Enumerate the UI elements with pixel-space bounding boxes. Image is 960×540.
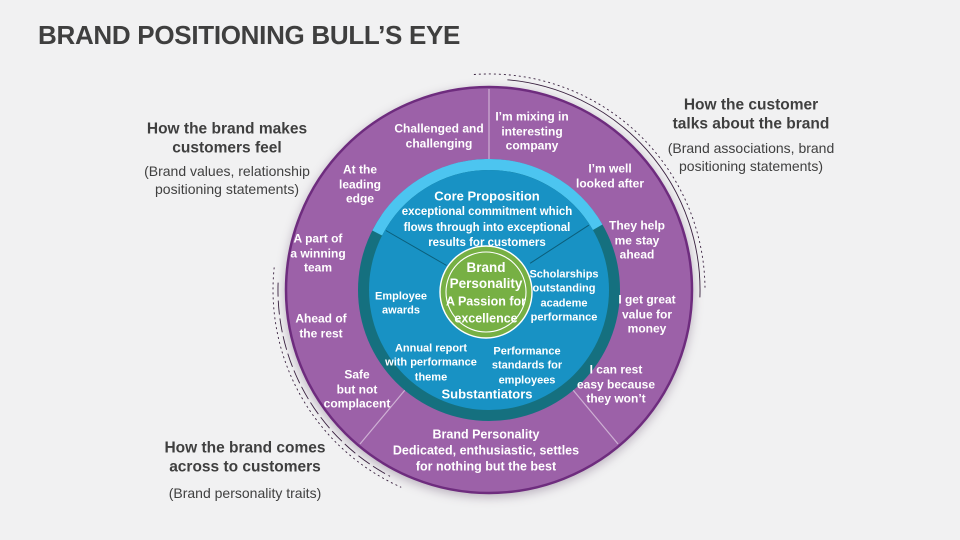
decorative-arc-top-right-outer xyxy=(473,73,706,291)
annotation-comes-across-sub: (Brand personality traits) xyxy=(168,485,322,501)
outer-label-great-value: I get great value for money xyxy=(618,292,676,336)
decorative-arc-top-right-inner xyxy=(507,79,701,298)
core-divider-left xyxy=(385,230,447,266)
core-body: exceptional commitment which flows throu… xyxy=(401,205,573,249)
outer-label-looked-after: I’m well looked after xyxy=(575,161,644,191)
substantiators-heading: Substantiators xyxy=(441,386,533,402)
ring-divider-bottom-right xyxy=(572,389,619,445)
decorative-arc-bottom-left-outer xyxy=(272,267,402,488)
outer-label-winning-team: A part of a winning team xyxy=(290,231,346,275)
center-heading: Brand Personality xyxy=(449,260,523,291)
ring-divider-bottom-left xyxy=(359,389,406,445)
outer-label-challenged: Challenged and challenging xyxy=(394,121,484,151)
outer-bottom-heading: Brand Personality xyxy=(432,427,540,442)
center-circle xyxy=(439,245,533,339)
annotation-talks-sub: (Brand associations, brand positioning s… xyxy=(667,140,835,174)
core-item-employee-awards: Employee awards xyxy=(375,290,427,317)
outer-label-safe: Safe but not complacent xyxy=(323,367,391,411)
outer-label-mixing: I’m mixing in interesting company xyxy=(495,109,569,153)
core-item-scholarships: Scholarships outstanding academe perform… xyxy=(529,268,599,324)
core-divider-right xyxy=(529,224,590,264)
outer-label-leading-edge: At the leading edge xyxy=(338,162,381,206)
decorative-arc-bottom-left-inner xyxy=(277,282,391,477)
page-title: BRAND POSITIONING BULL’S EYE xyxy=(38,20,461,50)
outer-bottom-body: Dedicated, enthusiastic, settles for not… xyxy=(392,443,580,474)
outer-label-stay-ahead: They help me stay ahead xyxy=(608,218,665,262)
outer-label-ahead-rest: Ahead of the rest xyxy=(295,311,347,341)
core-item-annual-report: Annual report with performance theme xyxy=(385,342,477,384)
annotation-feel-heading: How the brand makes customers feel xyxy=(146,120,308,157)
center-body: A Passion for excellence xyxy=(445,294,527,326)
outer-label-rest-easy: I can rest easy because they won’t xyxy=(576,362,656,406)
annotation-talks-heading: How the customer talks about the brand xyxy=(672,96,830,133)
annotation-feel-sub: (Brand values, relationship positioning … xyxy=(144,163,310,197)
center-inner-ring xyxy=(445,251,527,333)
core-item-performance-standards: Performance standards for employees xyxy=(491,345,563,387)
core-proposition-arc xyxy=(372,158,603,236)
annotation-comes-across-heading: How the brand comes across to customers xyxy=(164,439,326,476)
core-heading: Core Proposition xyxy=(434,188,540,204)
